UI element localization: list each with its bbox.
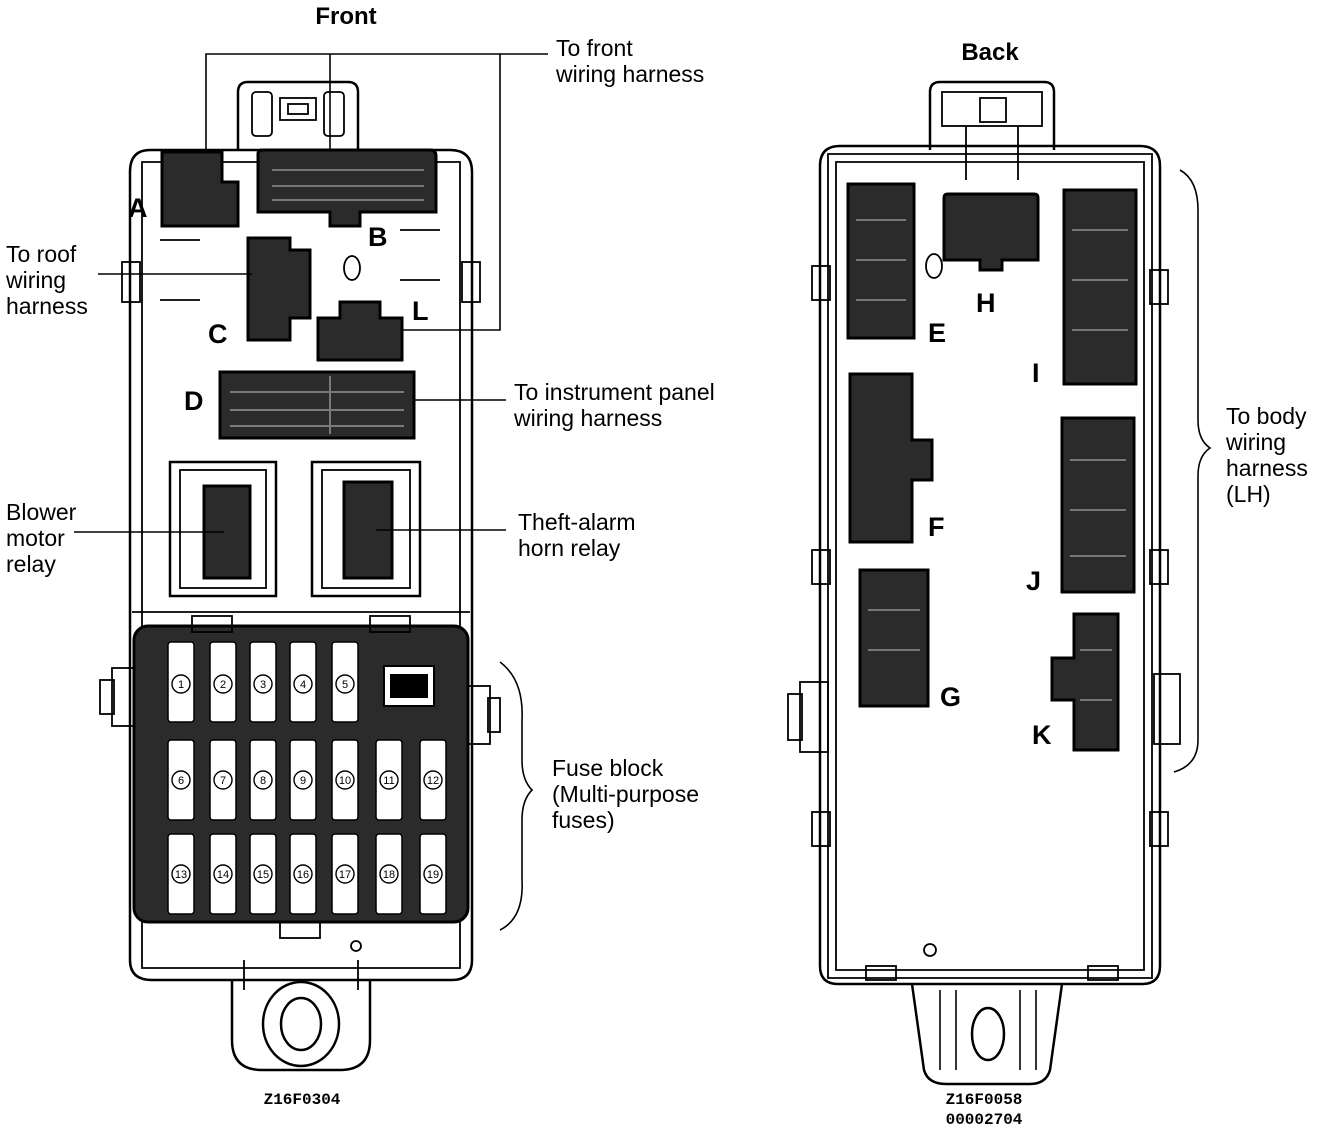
connector-a-label: A [128, 193, 148, 223]
fuse-number-circle [213, 674, 233, 694]
fuse-number: 10 [339, 775, 351, 787]
connector-e-label: E [928, 318, 946, 348]
connector-g-label: G [940, 682, 961, 712]
fuse-number: 13 [175, 869, 187, 881]
fuse-number-circle [293, 864, 313, 884]
connector-c [246, 236, 312, 342]
connector-k [1050, 612, 1120, 752]
connector-j [1060, 416, 1136, 594]
fuse-number-circle [253, 770, 273, 790]
fuse-number-circle [213, 770, 233, 790]
fuse-number-circle [293, 674, 313, 694]
label-fuse-block: Fuse block (Multi-purpose fuses) [552, 755, 705, 833]
fuse-number: 7 [220, 775, 226, 787]
label-roof-harness: To roof wiring harness [5, 241, 88, 319]
front-view: Front A B [99, 3, 501, 1072]
connector-i [1062, 188, 1138, 386]
fuse-number: 17 [339, 869, 351, 881]
connector-k-label: K [1032, 720, 1052, 750]
connector-b-label: B [368, 222, 388, 252]
fuse-number-circle [423, 770, 443, 790]
back-title: Back [961, 39, 1019, 66]
fuse-number-circle [335, 864, 355, 884]
fuse-number: 12 [427, 775, 439, 787]
fuse-number-circle [423, 864, 443, 884]
fuse-number: 15 [257, 869, 269, 881]
fuse-number: 14 [217, 869, 229, 881]
connector-c-label: C [208, 319, 228, 349]
fuse-number-circle [171, 770, 191, 790]
back-housing [818, 144, 1162, 986]
fuse-number: 2 [220, 679, 226, 691]
front-housing [128, 148, 474, 982]
back-view: Back E [787, 39, 1212, 1086]
fuse-number-circle [171, 674, 191, 694]
fuse-number: 1 [178, 679, 184, 691]
fuse-number: 11 [383, 775, 394, 787]
connector-l [316, 300, 404, 362]
connector-l-label: L [412, 296, 429, 326]
label-front-harness: To front wiring harness [555, 35, 704, 87]
fuse-number: 18 [383, 869, 395, 881]
label-blower-relay: Blower motor relay [6, 499, 83, 577]
connector-a [160, 150, 240, 228]
label-body-harness: To body wiring harness (LH) [1225, 403, 1314, 507]
fuse-number-circle [293, 770, 313, 790]
connector-d [218, 370, 416, 440]
front-figure-code: Z16F0304 [264, 1091, 341, 1109]
fuse-number: 4 [300, 679, 306, 691]
fuse-number: 19 [427, 869, 439, 881]
connector-f [848, 372, 934, 544]
connector-h [942, 192, 1040, 272]
fuse-number-circle [335, 674, 355, 694]
connector-f-label: F [928, 512, 945, 542]
connector-d-label: D [184, 386, 204, 416]
connector-i-label: I [1032, 358, 1040, 388]
connector-g [858, 568, 930, 708]
back-figure-code: Z16F0058 [946, 1091, 1023, 1109]
front-title: Front [315, 3, 376, 30]
fuse-number-circle [213, 864, 233, 884]
fuse-number: 3 [260, 679, 266, 691]
fuse-number-circle [335, 770, 355, 790]
fuse-number: 6 [178, 775, 184, 787]
fuse-number: 5 [342, 679, 348, 691]
connector-j-label: J [1026, 566, 1041, 596]
label-theft-relay: Theft-alarm horn relay [518, 509, 642, 561]
connector-h-label: H [976, 288, 996, 318]
fuse-number-circle [253, 674, 273, 694]
fuse-number-circle [379, 864, 399, 884]
fuse-number-circle [253, 864, 273, 884]
front-leaders [74, 53, 548, 931]
fuse-number: 9 [300, 775, 306, 787]
back-figure-code-2: 00002704 [946, 1111, 1023, 1129]
connector-b [256, 148, 438, 228]
fuse-number-circle [379, 770, 399, 790]
fuse-number: 16 [297, 869, 309, 881]
fuse-number-circle [171, 864, 191, 884]
body-harness-bracket [1173, 169, 1212, 773]
label-instrument-harness: To instrument panel wiring harness [513, 379, 721, 431]
fuse-number: 8 [260, 775, 266, 787]
